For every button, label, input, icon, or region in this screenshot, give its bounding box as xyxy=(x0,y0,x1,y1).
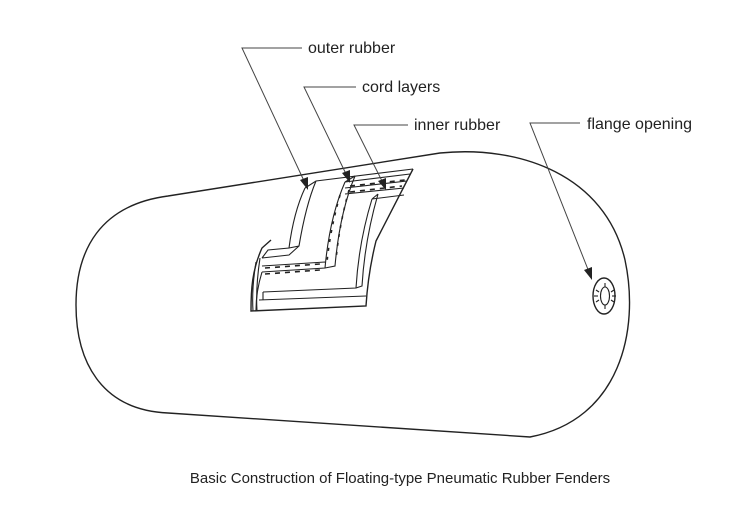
cord-layers-band xyxy=(255,173,411,311)
cord-dashes-vertical-b xyxy=(335,189,350,261)
cutaway-outer-edge xyxy=(250,168,414,312)
cord-dashes-horizontal-bottom xyxy=(349,185,403,193)
label-inner-rubber: inner rubber xyxy=(414,117,501,134)
label-flange-opening: flange opening xyxy=(587,116,692,133)
leader-cord-layers xyxy=(303,86,356,183)
arrowhead-inner-rubber xyxy=(378,178,386,190)
arrowhead-outer-rubber xyxy=(300,177,308,190)
flange-opening-icon xyxy=(592,277,616,315)
leader-flange-opening xyxy=(529,122,592,280)
fender-body-outline xyxy=(75,151,631,438)
leader-outer-rubber xyxy=(241,47,308,190)
inner-rubber-layer xyxy=(258,193,405,301)
figure-caption: Basic Construction of Floating-type Pneu… xyxy=(190,470,610,487)
cutaway-section xyxy=(250,168,414,312)
outer-rubber-layer xyxy=(261,168,414,259)
cutaway-layer-edges xyxy=(252,257,261,312)
label-cord-layers: cord layers xyxy=(362,79,440,96)
arrowhead-flange-opening xyxy=(584,267,592,280)
leader-inner-rubber xyxy=(353,124,408,190)
cord-dashes-vertical-a xyxy=(326,194,341,263)
label-outer-rubber: outer rubber xyxy=(308,40,396,57)
arrowhead-cord-layers xyxy=(342,170,350,183)
